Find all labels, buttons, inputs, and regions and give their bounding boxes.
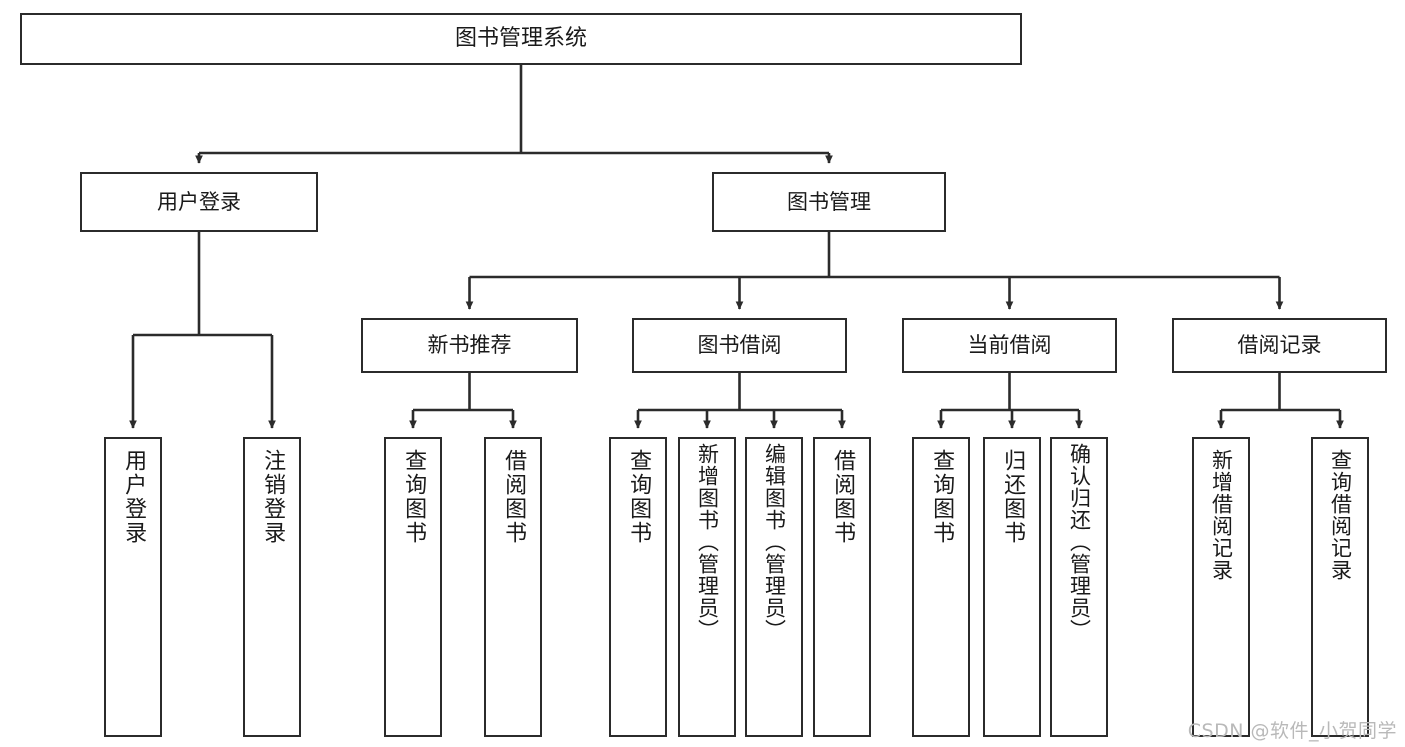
- leaf-borrow-book-2[interactable]: 借阅图书: [813, 437, 871, 737]
- node-label: 当前借阅: [967, 333, 1052, 358]
- node-new-book-rec[interactable]: 新书推荐: [361, 318, 578, 373]
- node-label: 编辑图书（管理员）: [762, 443, 787, 641]
- leaf-logout[interactable]: 注销登录: [243, 437, 301, 737]
- node-label: 查询图书: [929, 449, 955, 545]
- node-label: 归还图书: [1000, 449, 1026, 545]
- node-label: 借阅图书: [501, 449, 527, 545]
- node-label: 注销登录: [260, 449, 286, 545]
- leaf-query-book-1[interactable]: 查询图书: [384, 437, 442, 737]
- leaf-confirm-return[interactable]: 确认归还（管理员）: [1050, 437, 1108, 737]
- node-label: 确认归还（管理员）: [1067, 443, 1092, 641]
- leaf-edit-book[interactable]: 编辑图书（管理员）: [745, 437, 803, 737]
- leaf-query-record[interactable]: 查询借阅记录: [1311, 437, 1369, 737]
- leaf-add-record[interactable]: 新增借阅记录: [1192, 437, 1250, 737]
- node-label: 图书管理系统: [454, 26, 587, 52]
- leaf-user-login[interactable]: 用户登录: [104, 437, 162, 737]
- leaf-query-book-2[interactable]: 查询图书: [609, 437, 667, 737]
- node-label: 借阅记录: [1237, 333, 1322, 358]
- node-label: 用户登录: [157, 189, 241, 214]
- leaf-borrow-book-1[interactable]: 借阅图书: [484, 437, 542, 737]
- node-label: 图书管理: [787, 189, 871, 214]
- node-label: 查询借阅记录: [1328, 449, 1353, 581]
- node-label: 查询图书: [626, 449, 652, 545]
- node-label: 用户登录: [121, 449, 147, 545]
- node-user-login[interactable]: 用户登录: [80, 172, 318, 232]
- leaf-query-book-3[interactable]: 查询图书: [912, 437, 970, 737]
- node-label: 新书推荐: [427, 333, 512, 358]
- leaf-return-book[interactable]: 归还图书: [983, 437, 1041, 737]
- node-current-borrow[interactable]: 当前借阅: [902, 318, 1117, 373]
- node-root[interactable]: 图书管理系统: [20, 13, 1022, 65]
- leaf-add-book[interactable]: 新增图书（管理员）: [678, 437, 736, 737]
- node-borrow-record[interactable]: 借阅记录: [1172, 318, 1387, 373]
- node-label: 借阅图书: [830, 449, 856, 545]
- node-book-borrow[interactable]: 图书借阅: [632, 318, 847, 373]
- node-book-manage[interactable]: 图书管理: [712, 172, 946, 232]
- node-label: 图书借阅: [697, 333, 782, 358]
- node-label: 新增图书（管理员）: [695, 443, 720, 641]
- node-label: 查询图书: [401, 449, 427, 545]
- node-label: 新增借阅记录: [1209, 449, 1234, 581]
